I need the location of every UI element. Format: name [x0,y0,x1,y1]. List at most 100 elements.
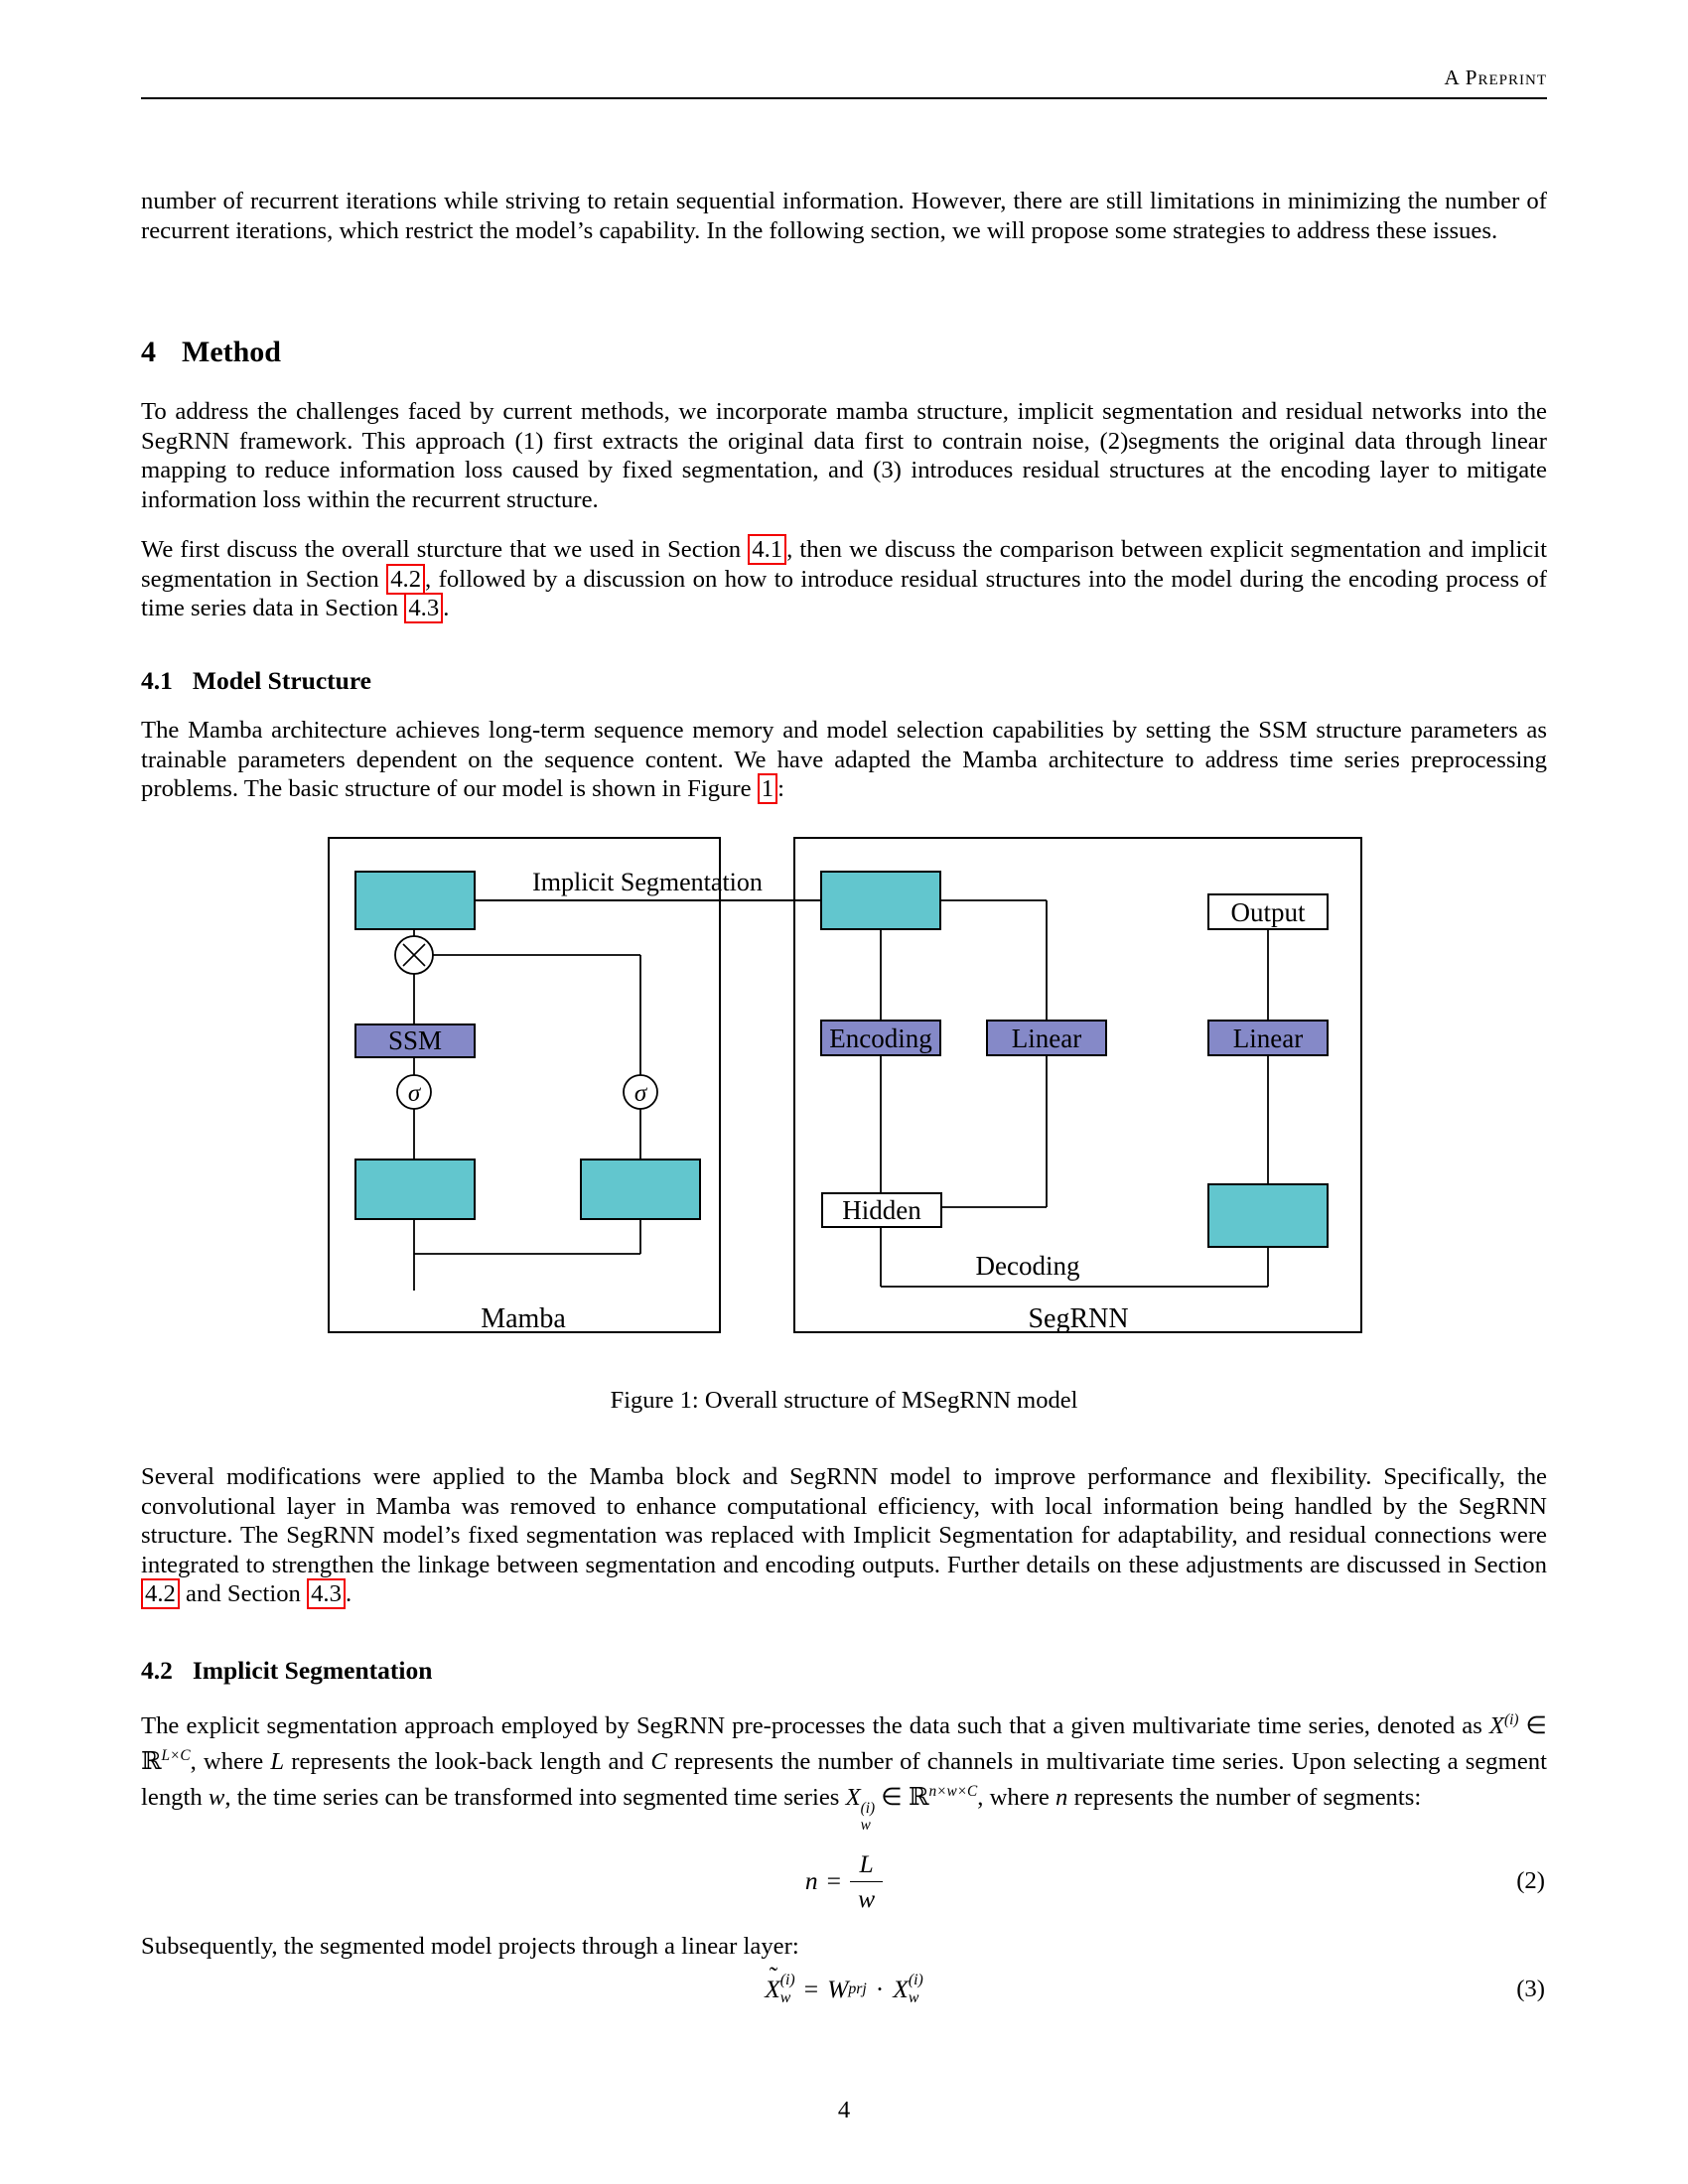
equation-2: n = L w (2) [141,1848,1547,1914]
eq3-equals: = [803,1975,819,2003]
section-title: Method [182,336,281,368]
text-segment: . [443,595,450,622]
hidden-label: Hidden [842,1195,921,1225]
ssm-label: SSM [388,1025,442,1055]
text-segment: , followed by a discussion on how to int… [141,565,1547,622]
eq2-number: (2) [1516,1867,1545,1894]
text-segment: Several modifications were applied to th… [141,1463,1547,1578]
text-segment: , the time series can be transformed int… [224,1783,846,1811]
math-sup-i: (i) [860,1799,876,1817]
eq2-numerator: L [850,1849,884,1882]
sigma-right-label: σ [634,1080,648,1107]
text-segment: represents the number of channels in mul… [141,1748,1547,1811]
section-link-4-3[interactable]: 4.3 [404,593,444,624]
segrnn-input-tensor-box [820,871,941,930]
sigma-left-label: σ [408,1080,422,1107]
math-real-set: ℝ [141,1746,162,1776]
eq3-weight-sub: prj [848,1980,867,1997]
eq3-lhs-sup: (i) [779,1972,795,1989]
section-number: 4 [141,336,156,368]
linear-mid-label: Linear [1012,1024,1081,1053]
math-in-symbol: ∈ [1518,1712,1547,1740]
eq2-lhs: n [804,1866,818,1895]
figure-1-caption: Figure 1: Overall structure of MSegRNN m… [610,1387,1078,1414]
linear-mid-box [986,1020,1107,1056]
subsection-title: Implicit Segmentation [192,1656,433,1685]
tilde-accent: ˜ [769,1961,778,1990]
math-L: L [270,1748,285,1776]
math-supsub: (i)w [861,1800,875,1834]
paragraph-subsequently: Subsequently, the segmented model projec… [141,1933,799,1960]
running-header-preprint: A Preprint [1444,66,1547,89]
mamba-label: Mamba [481,1303,566,1333]
subsection-heading-implicit-segmentation: 4.2 Implicit Segmentation [141,1656,1547,1686]
paragraph-intro-continuation: number of recurrent iterations while str… [141,188,1547,244]
math-sup-nxwxC: n×w×C [928,1782,978,1800]
text-segment: We first discuss the overall sturcture t… [141,536,749,563]
text-segment: , then we discuss the comparison between… [141,536,1547,593]
math-n: n [1055,1783,1068,1811]
eq3-number: (3) [1516,1976,1545,2002]
math-C: C [650,1748,667,1776]
section-link-4-1[interactable]: 4.1 [748,534,787,565]
math-sub-w: w [860,1816,871,1834]
paragraph-method-overview: To address the challenges faced by curre… [141,398,1547,513]
math-w: w [208,1783,225,1811]
eq2-denominator: w [858,1883,876,1913]
eq3-lhs-base: X [765,1975,780,2003]
eq3-rhs-sub: w [908,1989,919,2006]
section-heading-method: 4 Method [141,336,1547,369]
subsection-title: Model Structure [192,666,371,695]
mamba-right-proj-box [580,1159,701,1220]
paragraph-modifications: Several modifications were applied to th… [141,1462,1547,1610]
subsection-number: 4.2 [141,1656,173,1685]
text-segment: , where [977,1783,1056,1811]
section-link-4-2b[interactable]: 4.2 [141,1578,180,1610]
text-segment: : [777,775,784,803]
eq3-rhs-base: X [893,1975,909,2003]
section-link-4-2[interactable]: 4.2 [386,563,426,595]
eq3-weight: W [827,1975,849,2003]
mamba-left-proj-box [354,1159,476,1220]
eq2-fraction: L w [850,1849,884,1914]
text-segment: The Mamba architecture achieves long-ter… [141,717,1547,803]
eq3-lhs-supsub: (i)w [780,1972,795,2006]
mamba-block-frame [328,837,721,1333]
mamba-top-tensor-box [354,871,476,930]
math-sup-i: (i) [1503,1711,1519,1728]
segrnn-block-frame [793,837,1362,1333]
encoding-label: Encoding [829,1024,931,1053]
math-real-set: ℝ [908,1781,929,1811]
text-segment: , where [190,1748,271,1776]
math-X2: X [845,1783,861,1811]
eq3-lhs-tilde-X: ˜X [765,1962,780,2004]
figure-1-diagram: Implicit Segmentation SSM σ σ Mamba Enco… [328,837,1362,1333]
math-X: X [1488,1712,1504,1740]
text-segment: The explicit segmentation approach emplo… [141,1712,1489,1740]
eq3-dot: · [875,1975,885,2003]
eq3-rhs-sup: (i) [908,1972,923,1989]
output-box [1207,893,1329,930]
text-segment: . [345,1580,352,1608]
segrnn-decoder-tensor-box [1207,1183,1329,1248]
eq3-rhs-supsub: (i)w [909,1972,923,2006]
decoding-label: Decoding [976,1251,1080,1281]
paragraph-model-structure: The Mamba architecture achieves long-ter… [141,716,1547,805]
linear-right-label: Linear [1233,1024,1303,1053]
eq2-equals: = [826,1866,842,1895]
page-number: 4 [837,2097,851,2123]
output-label: Output [1230,897,1306,927]
text-segment: represents the look-back length and [284,1748,651,1776]
encoding-box [820,1020,941,1056]
figure-link-1[interactable]: 1 [757,773,778,805]
multiply-icon-stroke [402,943,426,967]
math-sup-LxC: L×C [161,1746,191,1764]
section-link-4-3b[interactable]: 4.3 [307,1578,346,1610]
math-in-symbol: ∈ [875,1783,909,1811]
text-segment: and Section [179,1580,308,1608]
paragraph-section-roadmap: We first discuss the overall sturcture t… [141,534,1547,624]
eq3-lhs-sub: w [779,1989,791,2006]
